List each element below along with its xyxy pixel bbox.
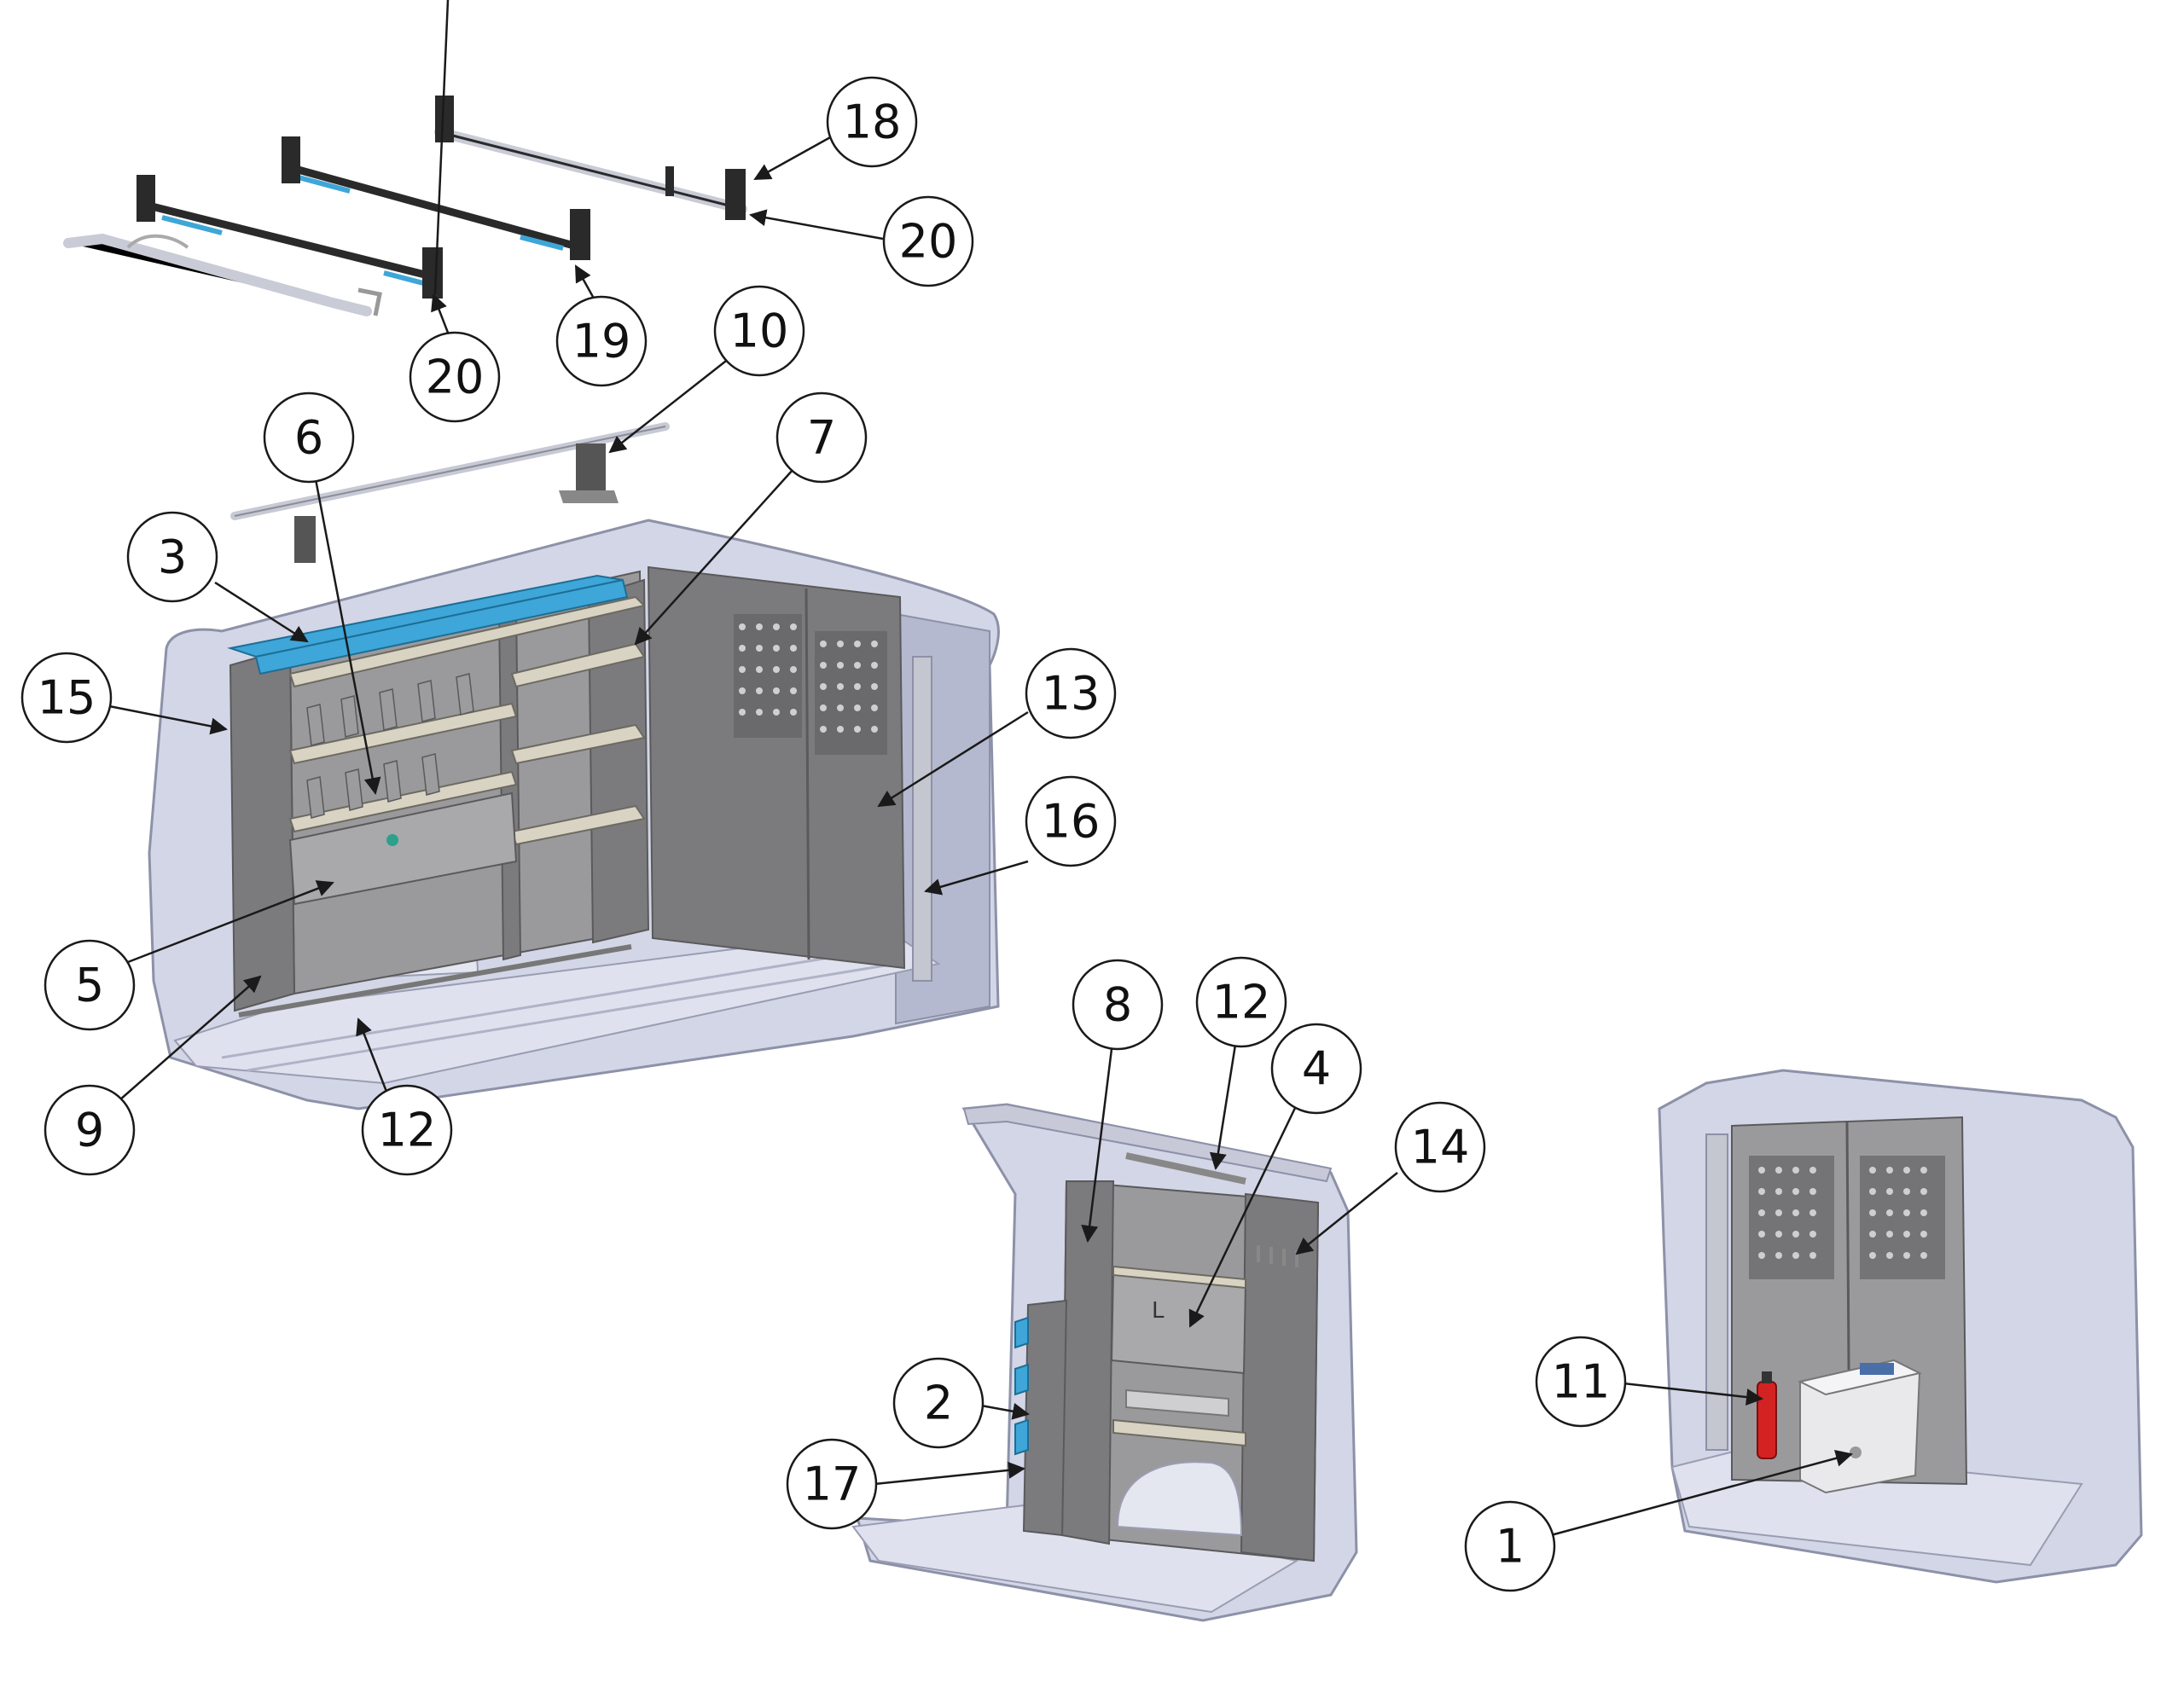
fire-extinguisher bbox=[1757, 1371, 1777, 1459]
callout-5: 5 bbox=[44, 880, 334, 1031]
callout-17: 17 bbox=[786, 1438, 1025, 1530]
callout-6-label: 6 bbox=[294, 411, 323, 465]
callout-20-rear-label: 20 bbox=[899, 215, 958, 269]
callout-20-rear: 20 bbox=[749, 195, 974, 287]
callout-1-label: 1 bbox=[1496, 1520, 1525, 1574]
callout-12-middle-label: 12 bbox=[1212, 976, 1271, 1029]
shelving-unit bbox=[227, 570, 650, 1012]
callout-9: 9 bbox=[44, 975, 262, 1176]
callout-12-left: 12 bbox=[356, 1017, 453, 1176]
svg-text:L: L bbox=[1152, 1298, 1165, 1324]
callout-17-label: 17 bbox=[803, 1458, 862, 1511]
callout-15-label: 15 bbox=[38, 671, 96, 725]
callout-1: 1 bbox=[1464, 1450, 1853, 1592]
callout-4: 4 bbox=[1188, 1023, 1362, 1328]
callout-19-label: 19 bbox=[572, 315, 631, 368]
callout-2: 2 bbox=[892, 1357, 1030, 1449]
callout-15: 15 bbox=[20, 652, 228, 744]
van-side-view bbox=[148, 519, 1000, 1110]
callout-7: 7 bbox=[634, 391, 868, 646]
callout-16: 16 bbox=[924, 775, 1117, 896]
callout-12-left-label: 12 bbox=[378, 1104, 437, 1157]
callout-12-middle: 12 bbox=[1195, 956, 1287, 1170]
crossbar-front bbox=[136, 175, 443, 299]
callout-20-front: 20 bbox=[409, 0, 501, 423]
van-rear-view-shelving: L bbox=[851, 1103, 1358, 1622]
callout-2-label: 2 bbox=[924, 1377, 953, 1430]
battery-box bbox=[1798, 1359, 1922, 1494]
roof-rack-assembly bbox=[63, 96, 747, 316]
callout-3: 3 bbox=[126, 511, 309, 643]
callout-13: 13 bbox=[877, 647, 1117, 808]
callout-10: 10 bbox=[608, 285, 805, 454]
conduit-carrier bbox=[230, 422, 670, 563]
partition-bulkhead bbox=[647, 565, 906, 970]
callout-20-front-label: 20 bbox=[426, 351, 485, 404]
van-rear-view-partition bbox=[1658, 1069, 2143, 1584]
callout-8: 8 bbox=[1072, 959, 1164, 1243]
callout-9-label: 9 bbox=[75, 1104, 104, 1157]
callout-13-label: 13 bbox=[1042, 667, 1101, 721]
callout-3-label: 3 bbox=[158, 530, 187, 584]
callout-5-label: 5 bbox=[75, 959, 104, 1012]
callout-6: 6 bbox=[263, 391, 381, 795]
callout-7-label: 7 bbox=[807, 411, 836, 465]
callout-10-label: 10 bbox=[730, 304, 789, 358]
callout-19: 19 bbox=[555, 264, 648, 387]
callout-11: 11 bbox=[1535, 1336, 1763, 1428]
callout-18-label: 18 bbox=[843, 96, 902, 149]
callout-14-label: 14 bbox=[1411, 1121, 1470, 1174]
crossbar-middle bbox=[282, 136, 590, 260]
callout-4-label: 4 bbox=[1302, 1042, 1331, 1096]
callout-14: 14 bbox=[1295, 1101, 1486, 1255]
ladder-rail bbox=[63, 233, 382, 316]
callout-8-label: 8 bbox=[1103, 978, 1132, 1032]
callout-16-label: 16 bbox=[1042, 795, 1101, 849]
callout-18: 18 bbox=[753, 76, 918, 181]
crossbar-rear bbox=[434, 96, 747, 220]
callout-11-label: 11 bbox=[1552, 1355, 1611, 1409]
